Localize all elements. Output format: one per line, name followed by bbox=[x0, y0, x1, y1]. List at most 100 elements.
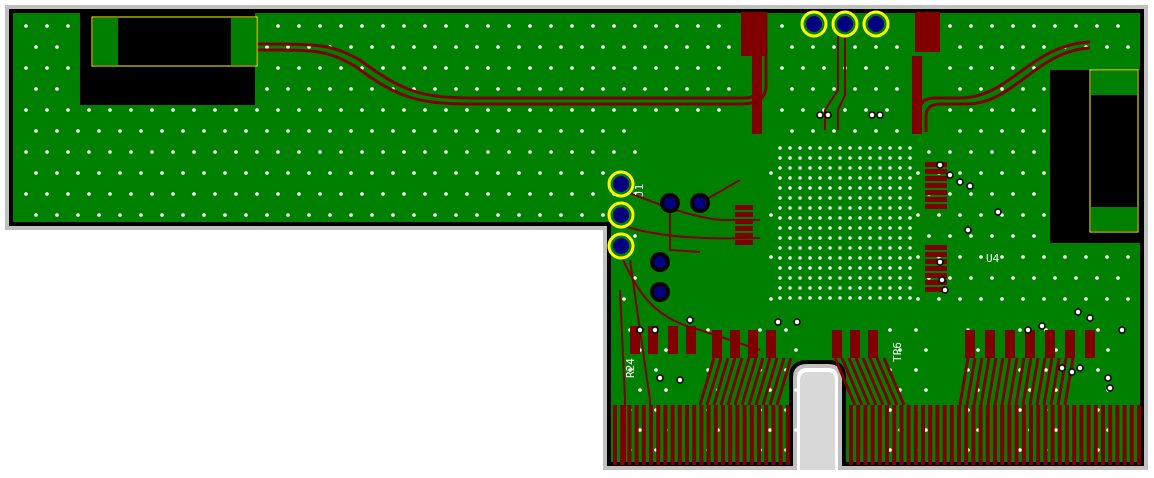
bga-via bbox=[778, 216, 782, 220]
test-via bbox=[1106, 384, 1114, 392]
bga-via bbox=[838, 196, 842, 200]
via bbox=[937, 297, 941, 301]
via bbox=[864, 108, 868, 112]
ic-pad bbox=[925, 266, 947, 271]
via bbox=[664, 45, 668, 49]
via bbox=[87, 150, 91, 154]
via bbox=[979, 87, 983, 91]
via bbox=[1032, 192, 1036, 196]
via bbox=[496, 87, 500, 91]
bga-via bbox=[868, 276, 872, 280]
via bbox=[895, 129, 899, 133]
pad-trace bbox=[912, 56, 922, 134]
via bbox=[475, 45, 479, 49]
via bbox=[517, 129, 521, 133]
via bbox=[1000, 129, 1004, 133]
edge-finger bbox=[906, 405, 911, 465]
bga-via bbox=[848, 146, 852, 150]
via bbox=[528, 150, 532, 154]
bga-via bbox=[888, 286, 892, 290]
via bbox=[265, 87, 269, 91]
via bbox=[381, 192, 385, 196]
via bbox=[895, 45, 899, 49]
bga-via bbox=[838, 296, 842, 300]
edge-finger bbox=[856, 405, 861, 465]
via bbox=[97, 213, 101, 217]
via bbox=[948, 234, 952, 238]
bga-via bbox=[818, 186, 822, 190]
bga-via bbox=[838, 286, 842, 290]
smd-pad bbox=[630, 326, 640, 354]
edge-finger bbox=[942, 405, 947, 465]
via bbox=[1116, 276, 1120, 280]
edge-finger bbox=[1129, 405, 1134, 465]
test-via bbox=[1068, 368, 1076, 376]
bga-via bbox=[818, 286, 822, 290]
bga-via bbox=[888, 206, 892, 210]
bga-via bbox=[898, 256, 902, 260]
bga-via bbox=[858, 146, 862, 150]
via bbox=[853, 45, 857, 49]
via bbox=[990, 192, 994, 196]
via bbox=[507, 108, 511, 112]
bga-via bbox=[838, 156, 842, 160]
edge-finger bbox=[921, 405, 925, 465]
via bbox=[654, 108, 658, 112]
via bbox=[297, 150, 301, 154]
via bbox=[633, 234, 637, 238]
bga-via bbox=[908, 146, 912, 150]
via bbox=[874, 45, 878, 49]
via bbox=[570, 66, 574, 70]
via bbox=[622, 297, 626, 301]
bga-via bbox=[778, 246, 782, 250]
bga-via bbox=[838, 186, 842, 190]
bga-via bbox=[828, 226, 832, 230]
via bbox=[685, 87, 689, 91]
via bbox=[790, 87, 794, 91]
edge-finger bbox=[656, 405, 661, 465]
via bbox=[328, 171, 332, 175]
via bbox=[444, 192, 448, 196]
via bbox=[591, 24, 595, 28]
bga-via bbox=[888, 236, 892, 240]
edge-finger bbox=[957, 405, 961, 465]
bga-via bbox=[878, 296, 882, 300]
via bbox=[769, 213, 773, 217]
via bbox=[339, 192, 343, 196]
ic-pad bbox=[735, 233, 753, 238]
via bbox=[213, 192, 217, 196]
via bbox=[486, 150, 490, 154]
via bbox=[286, 129, 290, 133]
edge-finger bbox=[1014, 405, 1019, 465]
edge-finger bbox=[971, 405, 976, 465]
via bbox=[381, 66, 385, 70]
bga-via bbox=[898, 206, 902, 210]
via bbox=[538, 213, 542, 217]
via bbox=[318, 66, 322, 70]
via bbox=[580, 213, 584, 217]
bga-via bbox=[868, 246, 872, 250]
bga-via bbox=[898, 286, 902, 290]
via bbox=[349, 45, 353, 49]
bga-via bbox=[788, 286, 792, 290]
via bbox=[717, 66, 721, 70]
bga-via bbox=[908, 166, 912, 170]
via bbox=[1053, 24, 1057, 28]
via bbox=[286, 171, 290, 175]
bga-via bbox=[848, 216, 852, 220]
test-via bbox=[1038, 322, 1046, 330]
ic-pad bbox=[925, 252, 947, 257]
finger-trace bbox=[1021, 357, 1033, 406]
edge-finger bbox=[735, 405, 740, 465]
via bbox=[129, 108, 133, 112]
via bbox=[192, 150, 196, 154]
via bbox=[276, 66, 280, 70]
bga-via bbox=[788, 296, 792, 300]
via bbox=[1000, 45, 1004, 49]
bga-via bbox=[848, 156, 852, 160]
via bbox=[234, 150, 238, 154]
bga-via bbox=[868, 216, 872, 220]
via bbox=[202, 129, 206, 133]
bga-via bbox=[908, 256, 912, 260]
